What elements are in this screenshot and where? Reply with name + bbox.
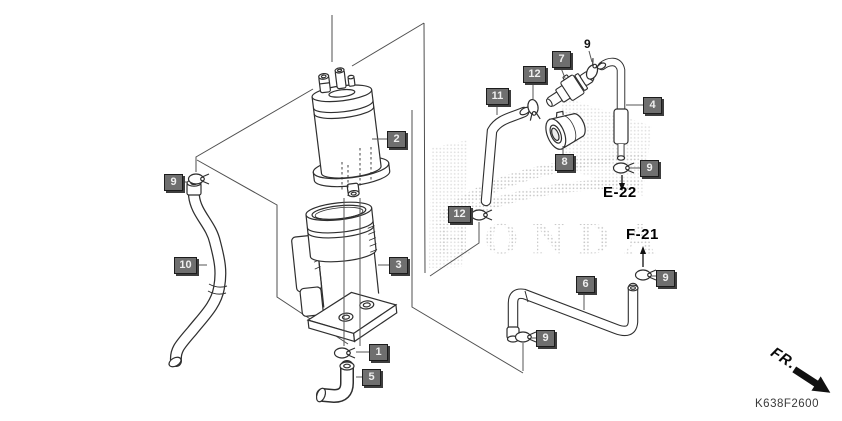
callout-9-hose10[interactable]: 9 bbox=[164, 174, 183, 191]
clip-part1 bbox=[333, 347, 356, 359]
ref-e22[interactable]: E-22 bbox=[603, 184, 637, 201]
e22-arrow bbox=[619, 175, 625, 191]
hose-part6 bbox=[506, 282, 639, 343]
clip-part9-hose6 bbox=[514, 331, 537, 343]
ref-f21[interactable]: F-21 bbox=[626, 226, 659, 243]
tube-part11 bbox=[480, 106, 531, 207]
grommet-part8 bbox=[545, 110, 586, 150]
pump-holder-part3 bbox=[291, 201, 398, 343]
callout-9-plain[interactable]: 9 bbox=[584, 37, 591, 51]
clip-part12-top bbox=[526, 98, 541, 122]
pump-alignment-dashes bbox=[341, 147, 372, 196]
clip-part9-hose10 bbox=[187, 173, 210, 185]
callout-11[interactable]: 11 bbox=[486, 88, 509, 105]
callout-12-top[interactable]: 12 bbox=[523, 66, 546, 83]
hose-part10 bbox=[168, 179, 228, 368]
callout-1[interactable]: 1 bbox=[369, 344, 388, 361]
clip-part9-f21 bbox=[634, 269, 657, 281]
callout-6[interactable]: 6 bbox=[576, 276, 595, 293]
fr-arrow bbox=[792, 366, 831, 393]
fuel-pump-part2 bbox=[311, 67, 391, 198]
diagram-code: K638F2600 bbox=[755, 398, 819, 410]
f21-arrow bbox=[640, 246, 646, 267]
watermark-text: HONDA bbox=[436, 214, 670, 263]
callout-2[interactable]: 2 bbox=[387, 131, 406, 148]
elbow-hose-part5 bbox=[315, 360, 355, 404]
callout-12-mid[interactable]: 12 bbox=[448, 206, 471, 223]
callout-4[interactable]: 4 bbox=[643, 97, 662, 114]
panel-outline bbox=[195, 15, 524, 374]
callout-5[interactable]: 5 bbox=[362, 369, 381, 386]
callout-9-hose6[interactable]: 9 bbox=[536, 330, 555, 347]
callout-10[interactable]: 10 bbox=[174, 257, 197, 274]
callout-9-f21[interactable]: 9 bbox=[656, 270, 675, 287]
callout-3[interactable]: 3 bbox=[389, 257, 408, 274]
callout-8[interactable]: 8 bbox=[555, 154, 574, 171]
callout-9-e22[interactable]: 9 bbox=[640, 160, 659, 177]
leader-lines bbox=[181, 50, 656, 378]
pipe-part4 bbox=[596, 57, 629, 161]
callout-7[interactable]: 7 bbox=[552, 51, 571, 68]
